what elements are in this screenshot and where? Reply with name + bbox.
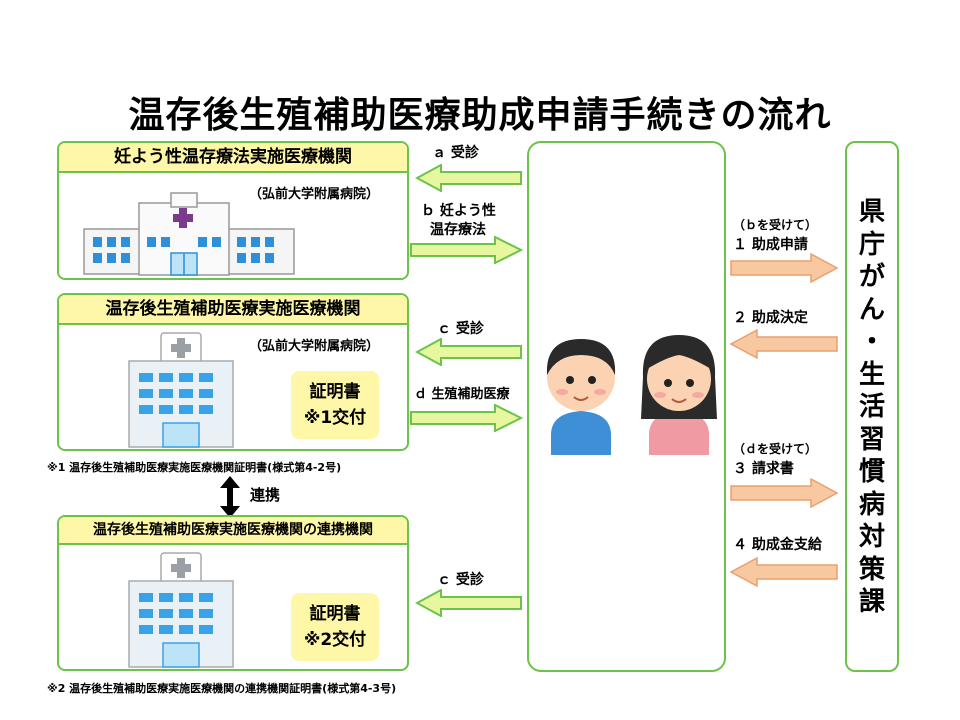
footnote-2: ※2 温存後生殖補助医療実施医療機関の連携機関証明書(様式第4-3号) (47, 682, 397, 695)
certificate-issue: ※2交付 (303, 630, 367, 650)
prefecture-char: 課 (858, 587, 885, 617)
prefecture-char: 県 (858, 197, 885, 227)
prefecture-office-label: 県 庁 が ん ・ 生 活 習 慣 病 対 策 課 (847, 196, 897, 619)
link-double-arrow (220, 476, 240, 518)
step3-note: （ｄを受けて） (733, 442, 818, 456)
prefecture-char: 病 (858, 489, 885, 520)
arrow-left-visit-a (415, 164, 522, 192)
hospital-icon (83, 192, 295, 276)
prefecture-char: 策 (858, 554, 885, 585)
prefecture-char: が (858, 262, 885, 292)
prefecture-char: 慣 (858, 457, 885, 487)
certificate-issue: ※1交付 (303, 408, 367, 428)
prefecture-char: 庁 (858, 229, 885, 260)
arrow-left-visit-c1 (415, 338, 522, 366)
hospital-building-icon (128, 552, 234, 668)
prefecture-char: ん (858, 294, 885, 325)
arrow-label-c2: ｃ 受診 (437, 572, 484, 588)
arrow-right-step1 (730, 253, 839, 283)
prefecture-char: ・ (858, 327, 885, 357)
arrow-left-step2 (729, 329, 838, 359)
prefecture-char: 対 (858, 522, 885, 552)
arrow-right-step3 (730, 478, 839, 508)
arrow-label-b-line2: 温存療法 (430, 222, 486, 238)
couple-icon (546, 335, 717, 455)
arrow-label-b-line1: ｂ 妊よう性 (421, 203, 496, 219)
prefecture-char: 生 (858, 359, 885, 390)
step1-label: １ 助成申請 (733, 237, 808, 253)
hospital-building-icon (128, 332, 234, 448)
prefecture-char: 活 (858, 392, 885, 422)
arrow-right-art-d (410, 404, 523, 432)
link-label: 連携 (250, 486, 281, 504)
arrow-label-d: ｄ 生殖補助医療 (414, 387, 510, 402)
institution-box-fertility-preservation: 妊よう性温存療法実施医療機関 （弘前大学附属病院） (57, 141, 409, 280)
certificate-badge: 証明書 ※2交付 (291, 593, 379, 661)
page-title: 温存後生殖補助医療助成申請手続きの流れ (128, 95, 832, 136)
institution-box-partner: 温存後生殖補助医療実施医療機関の連携機関 証明書 ※2交付 (57, 515, 409, 671)
prefecture-char: 習 (858, 424, 885, 455)
arrow-left-step4 (729, 557, 838, 587)
certificate-title: 証明書 (309, 382, 361, 402)
arrow-left-visit-c2 (415, 589, 522, 617)
institution-header: 妊よう性温存療法実施医療機関 (59, 143, 407, 173)
patient-box (527, 141, 726, 672)
certificate-badge: 証明書 ※1交付 (291, 371, 379, 439)
step3-label: ３ 請求書 (733, 461, 794, 477)
prefecture-office-box: 県 庁 が ん ・ 生 活 習 慣 病 対 策 課 (845, 141, 899, 672)
arrow-label-c1: ｃ 受診 (437, 321, 484, 337)
step4-label: ４ 助成金支給 (733, 537, 822, 553)
institution-subtitle: （弘前大学附属病院） (249, 339, 380, 354)
arrow-label-a: ａ 受診 (432, 145, 479, 161)
institution-header: 温存後生殖補助医療実施医療機関の連携機関 (59, 517, 407, 545)
institution-subtitle: （弘前大学附属病院） (249, 187, 380, 202)
footnote-1: ※1 温存後生殖補助医療実施医療機関証明書(様式第4-2号) (47, 461, 342, 474)
institution-header: 温存後生殖補助医療実施医療機関 (59, 295, 407, 325)
institution-box-art: 温存後生殖補助医療実施医療機関 （弘前大学附属病院） 証明書 ※1交付 (57, 293, 409, 451)
step2-label: ２ 助成決定 (733, 310, 808, 326)
certificate-title: 証明書 (309, 604, 361, 624)
arrow-right-treatment-b (410, 236, 523, 264)
step1-note: （ｂを受けて） (733, 218, 818, 232)
